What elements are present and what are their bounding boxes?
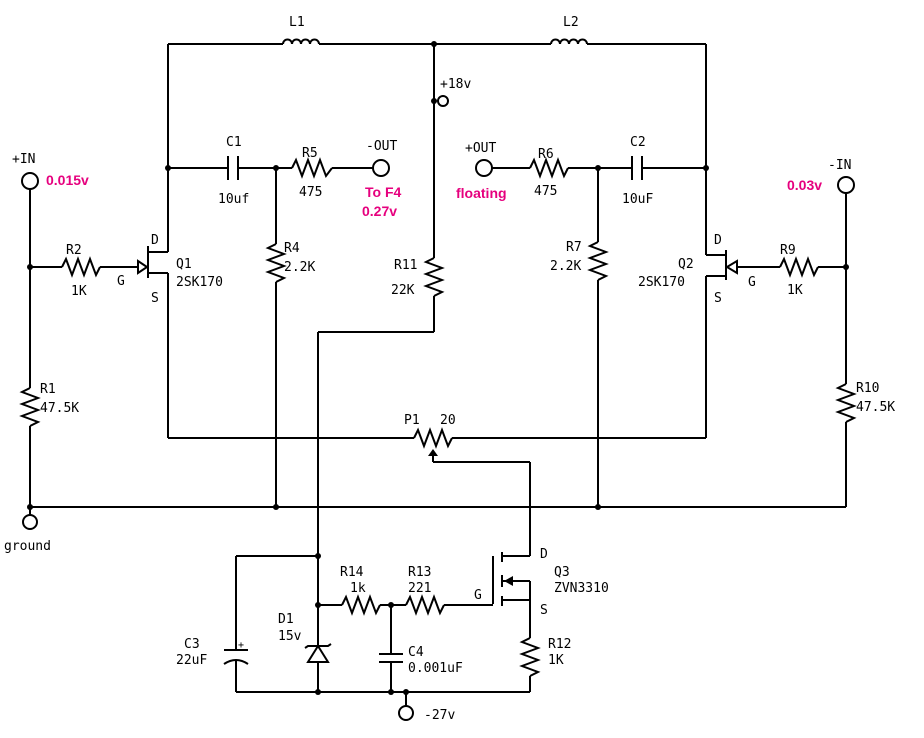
label-floating: floating <box>456 185 507 201</box>
label-q1-value: 2SK170 <box>176 275 223 290</box>
label-r6: R6 <box>538 147 554 162</box>
label-r4: R4 <box>284 241 300 256</box>
resistor-r11 <box>317 257 445 556</box>
label-r14-value: 1k <box>350 581 366 596</box>
label-p1: P1 <box>404 413 420 428</box>
ground-rail <box>22 504 846 530</box>
resistor-r4 <box>265 168 287 507</box>
supply-18v <box>431 44 449 258</box>
branch-c1-r5 <box>165 156 390 180</box>
label-r14: R14 <box>340 565 364 580</box>
svg-text:+: + <box>238 640 244 651</box>
label-r7: R7 <box>566 240 582 255</box>
resistor-r7 <box>587 168 609 507</box>
resistor-r2 <box>27 256 133 278</box>
capacitor-c4 <box>379 653 403 692</box>
label-c2-value: 10uF <box>622 192 653 207</box>
zener-d1 <box>304 643 332 692</box>
label-q3: Q3 <box>554 565 570 580</box>
label-d1-value: 15v <box>278 629 302 644</box>
label-r11: R11 <box>394 258 417 273</box>
label-r5-value: 475 <box>299 185 322 200</box>
label-d1: D1 <box>278 612 294 627</box>
resistor-r12 <box>519 637 541 692</box>
label-in-minus: -IN <box>828 158 851 173</box>
potentiometer-p1 <box>168 427 706 556</box>
transistor-q3 <box>492 552 531 638</box>
label-q1: Q1 <box>176 257 192 272</box>
label-r7-value: 2.2K <box>550 259 581 274</box>
label-q1-drain: D <box>151 233 159 248</box>
capacitor-c3: + <box>223 640 249 692</box>
label-r11-value: 22K <box>391 283 415 298</box>
label-r4-value: 2.2K <box>284 260 315 275</box>
inductor-l1 <box>282 38 320 45</box>
label-in-plus-value: 0.015v <box>46 172 89 188</box>
labels: L1 L2 +18v C1 10uf R5 475 -OUT To F4 0.2… <box>4 15 895 723</box>
label-r10-value: 47.5K <box>856 400 895 415</box>
label-c4-value: 0.001uF <box>408 661 463 676</box>
label-18v: +18v <box>440 77 471 92</box>
label-r13: R13 <box>408 565 431 580</box>
label-minus-27v: -27v <box>424 708 455 723</box>
top-rail <box>167 43 707 248</box>
label-c3: C3 <box>184 637 200 652</box>
label-q2-drain: D <box>714 233 722 248</box>
label-q1-source: S <box>151 291 159 306</box>
label-r9-value: 1K <box>787 283 803 298</box>
label-q2: Q2 <box>678 257 694 272</box>
transistor-q1 <box>133 246 169 438</box>
input-plus <box>21 172 39 388</box>
label-r1: R1 <box>40 382 56 397</box>
label-q2-source: S <box>714 291 722 306</box>
label-l1: L1 <box>289 15 305 30</box>
label-p1-value: 20 <box>440 413 456 428</box>
label-c1-value: 10uf <box>218 192 249 207</box>
minus-27v-rail <box>236 689 530 721</box>
branch-r6-c2 <box>475 156 709 180</box>
label-r12: R12 <box>548 637 571 652</box>
label-r2-value: 1K <box>71 284 87 299</box>
label-c4: C4 <box>408 645 424 660</box>
transistor-q2 <box>705 248 780 438</box>
label-in-minus-value: 0.03v <box>787 177 822 193</box>
label-l2: L2 <box>563 15 579 30</box>
label-q1-gate: G <box>117 274 125 289</box>
label-r10: R10 <box>856 381 879 396</box>
label-to-f4-value: 0.27v <box>362 203 397 219</box>
label-q2-value: 2SK170 <box>638 275 685 290</box>
label-r2: R2 <box>66 243 82 258</box>
label-q3-drain: D <box>540 547 548 562</box>
label-c2: C2 <box>630 135 646 150</box>
label-q3-gate: G <box>474 588 482 603</box>
label-c3-value: 22uF <box>176 653 207 668</box>
label-r6-value: 475 <box>534 184 557 199</box>
bias-network <box>235 553 493 654</box>
label-q2-gate: G <box>748 275 756 290</box>
resistor-r1 <box>19 387 41 515</box>
label-q3-source: S <box>540 603 548 618</box>
label-out-plus: +OUT <box>465 141 496 156</box>
label-r1-value: 47.5K <box>40 401 79 416</box>
label-r12-value: 1K <box>548 653 564 668</box>
label-in-plus: +IN <box>12 152 35 167</box>
label-r5: R5 <box>302 146 318 161</box>
inductor-l2 <box>550 38 588 45</box>
input-minus <box>837 176 855 384</box>
label-to-f4: To F4 <box>365 184 402 200</box>
label-c1: C1 <box>226 135 242 150</box>
label-ground: ground <box>4 539 51 554</box>
label-r13-value: 221 <box>408 581 431 596</box>
label-out-minus: -OUT <box>366 139 397 154</box>
label-q3-value: ZVN3310 <box>554 581 609 596</box>
resistor-r10 <box>835 383 857 507</box>
resistor-r9 <box>779 256 849 278</box>
label-r9: R9 <box>780 243 796 258</box>
